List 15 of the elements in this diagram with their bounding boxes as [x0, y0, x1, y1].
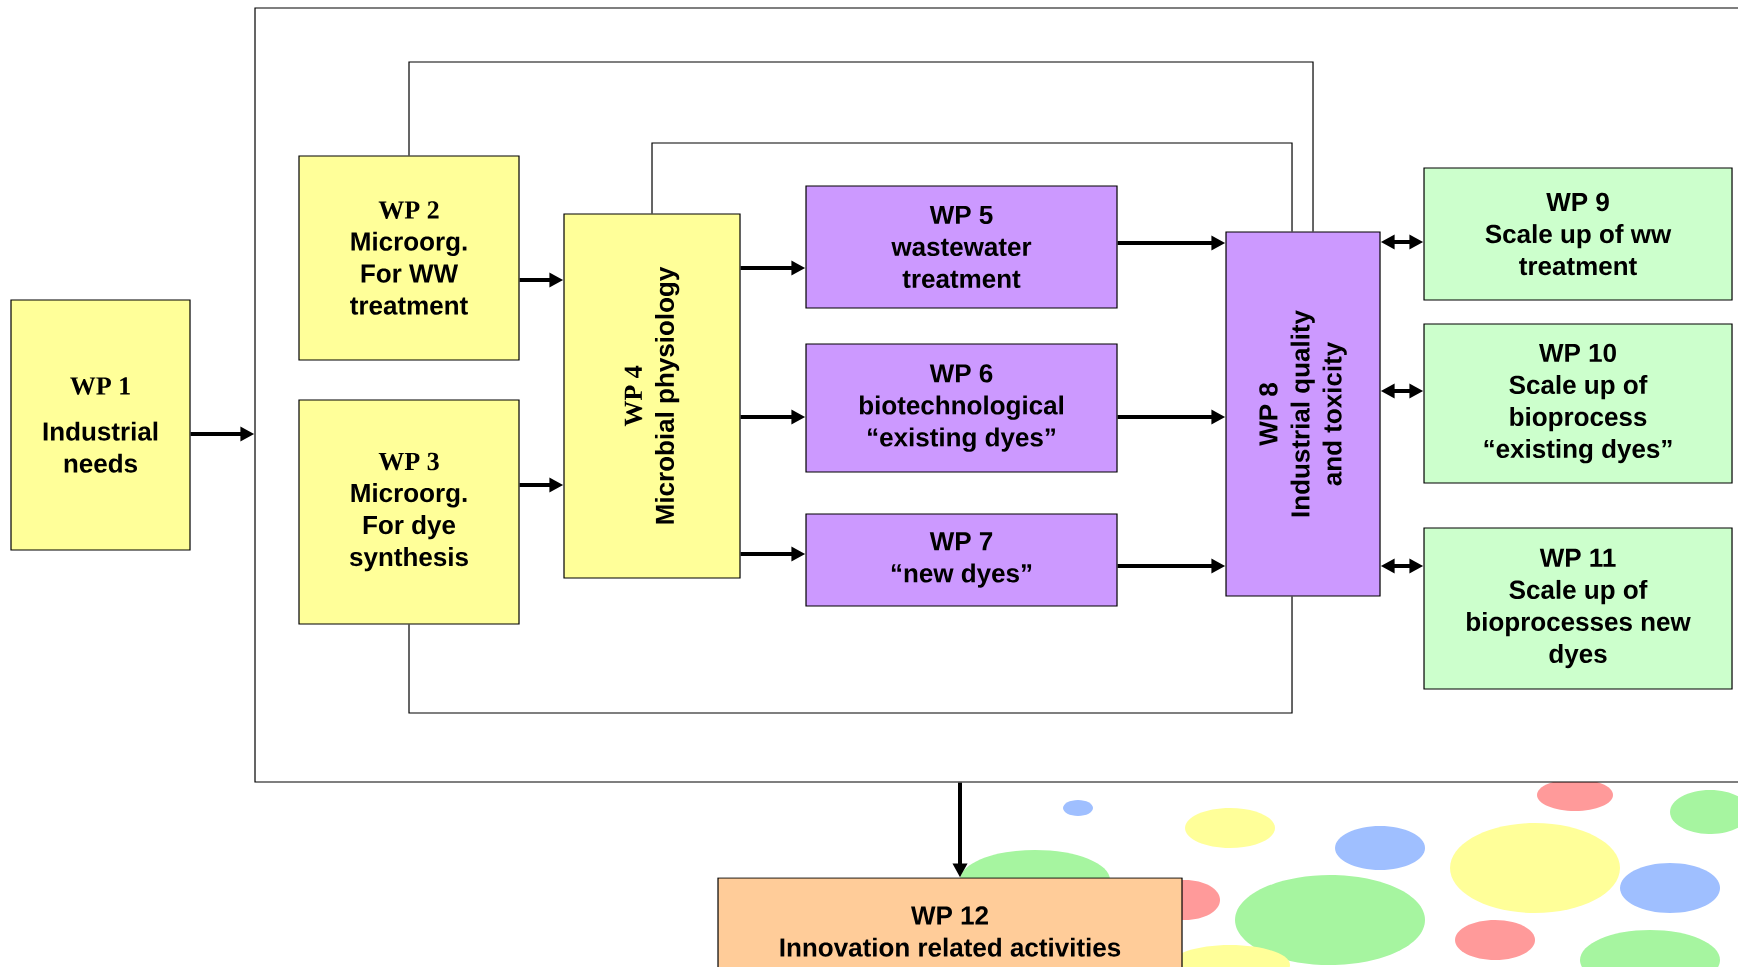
work-package-box: WP 6 biotechnological “existing dyes” [805, 343, 1118, 473]
connector-line [651, 142, 1293, 232]
work-package-box: WP 11 Scale up of bioprocesses new dyes [1423, 527, 1733, 690]
work-package-box: WP 12 Innovation related activities [717, 877, 1183, 967]
work-package-box: WP 3 Microorg. For dye synthesis [298, 399, 520, 625]
work-package-box: WP 10 Scale up of bioprocess “existing dyes” [1423, 323, 1733, 484]
work-package-box: WP 2 Microorg. For WW treatment [298, 155, 520, 361]
connector-line [408, 596, 1293, 714]
work-package-box: WP 5 wastewater treatment [805, 185, 1118, 309]
connector-line [408, 61, 1314, 232]
work-package-box: WP 8 Industrial quality and toxicity [1225, 231, 1381, 597]
work-package-box: WP 1 Industrial needs [10, 299, 191, 551]
work-package-box: WP 7 “new dyes” [805, 513, 1118, 607]
work-package-box: WP 9 Scale up of ww treatment [1423, 167, 1733, 301]
work-package-box: WP 4 Microbial physiology [563, 213, 741, 579]
